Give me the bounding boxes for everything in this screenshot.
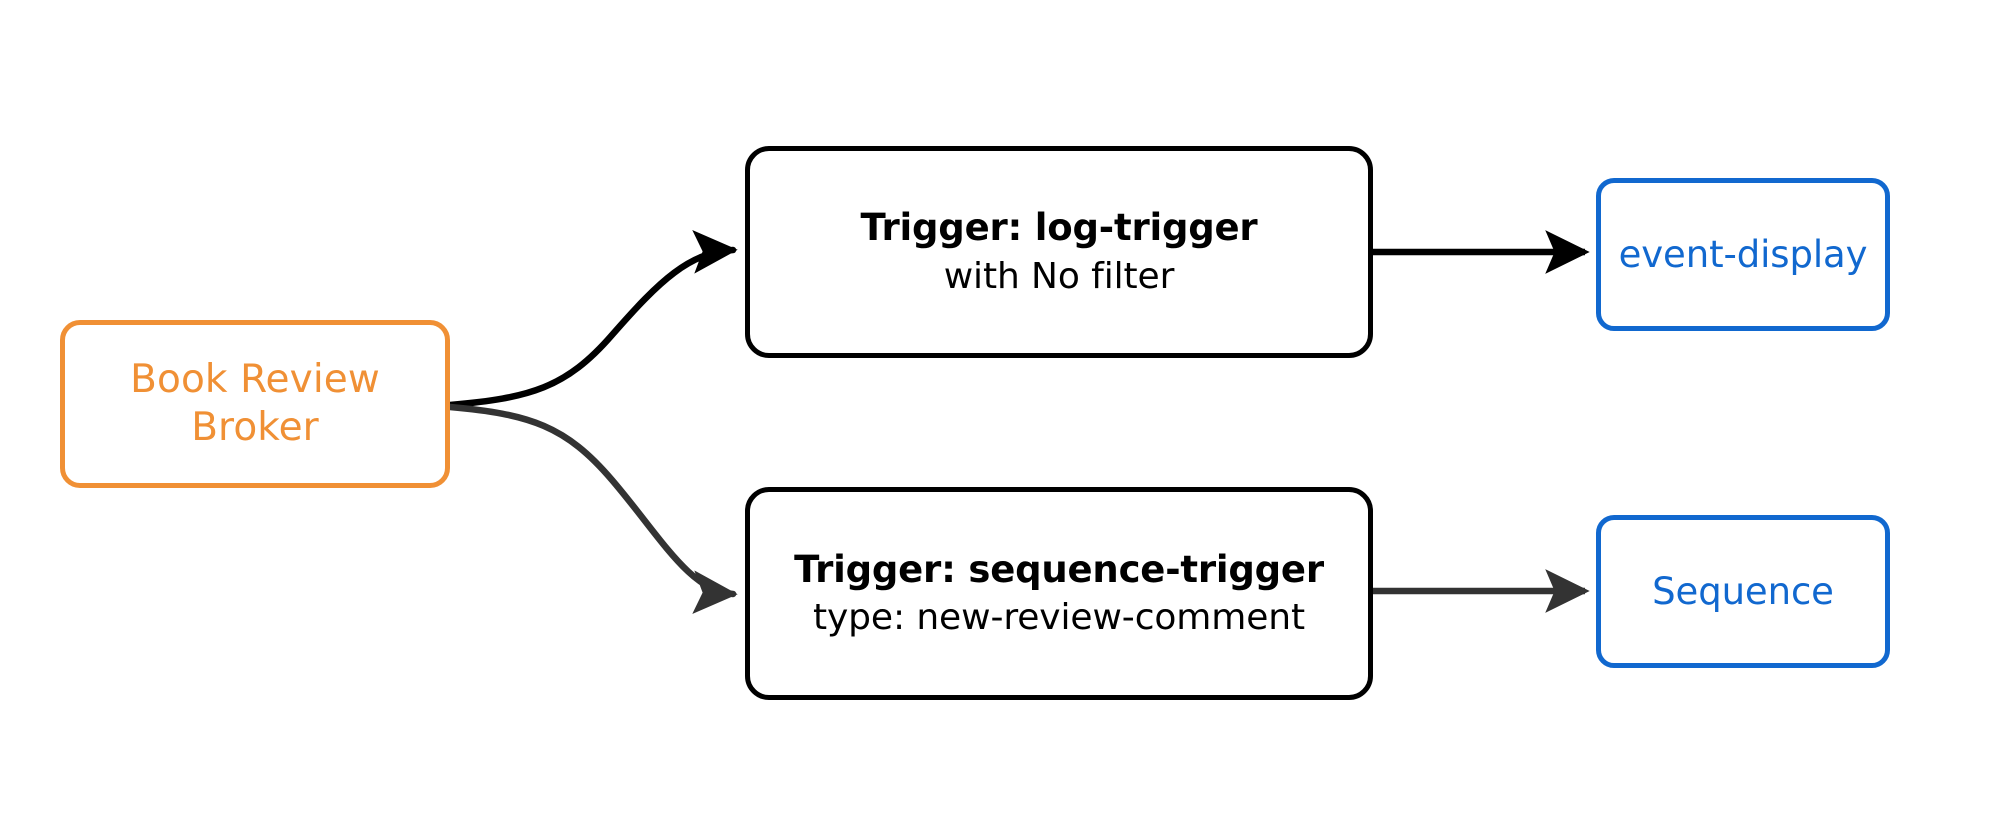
node-log-trigger[interactable]: Trigger: log-trigger with No filter [745,146,1373,358]
node-sequence-trigger[interactable]: Trigger: sequence-trigger type: new-revi… [745,487,1373,700]
log-trigger-title: Trigger: log-trigger [860,206,1258,250]
edge-broker-to-sequence-trigger [446,403,738,614]
edge-broker-to-log-trigger [446,230,738,409]
sequence-trigger-subtitle: type: new-review-comment [812,597,1306,639]
node-book-review-broker[interactable]: Book Review Broker [60,320,450,488]
sequence-trigger-title: Trigger: sequence-trigger [794,547,1324,591]
event-display-label: event-display [1618,232,1868,276]
sequence-label: Sequence [1652,569,1834,613]
node-sequence[interactable]: Sequence [1596,515,1890,668]
broker-label-line-1: Book Review [130,357,380,403]
node-event-display[interactable]: event-display [1596,178,1890,331]
broker-label-line-2: Broker [191,405,319,450]
log-trigger-subtitle: with No filter [943,255,1175,297]
